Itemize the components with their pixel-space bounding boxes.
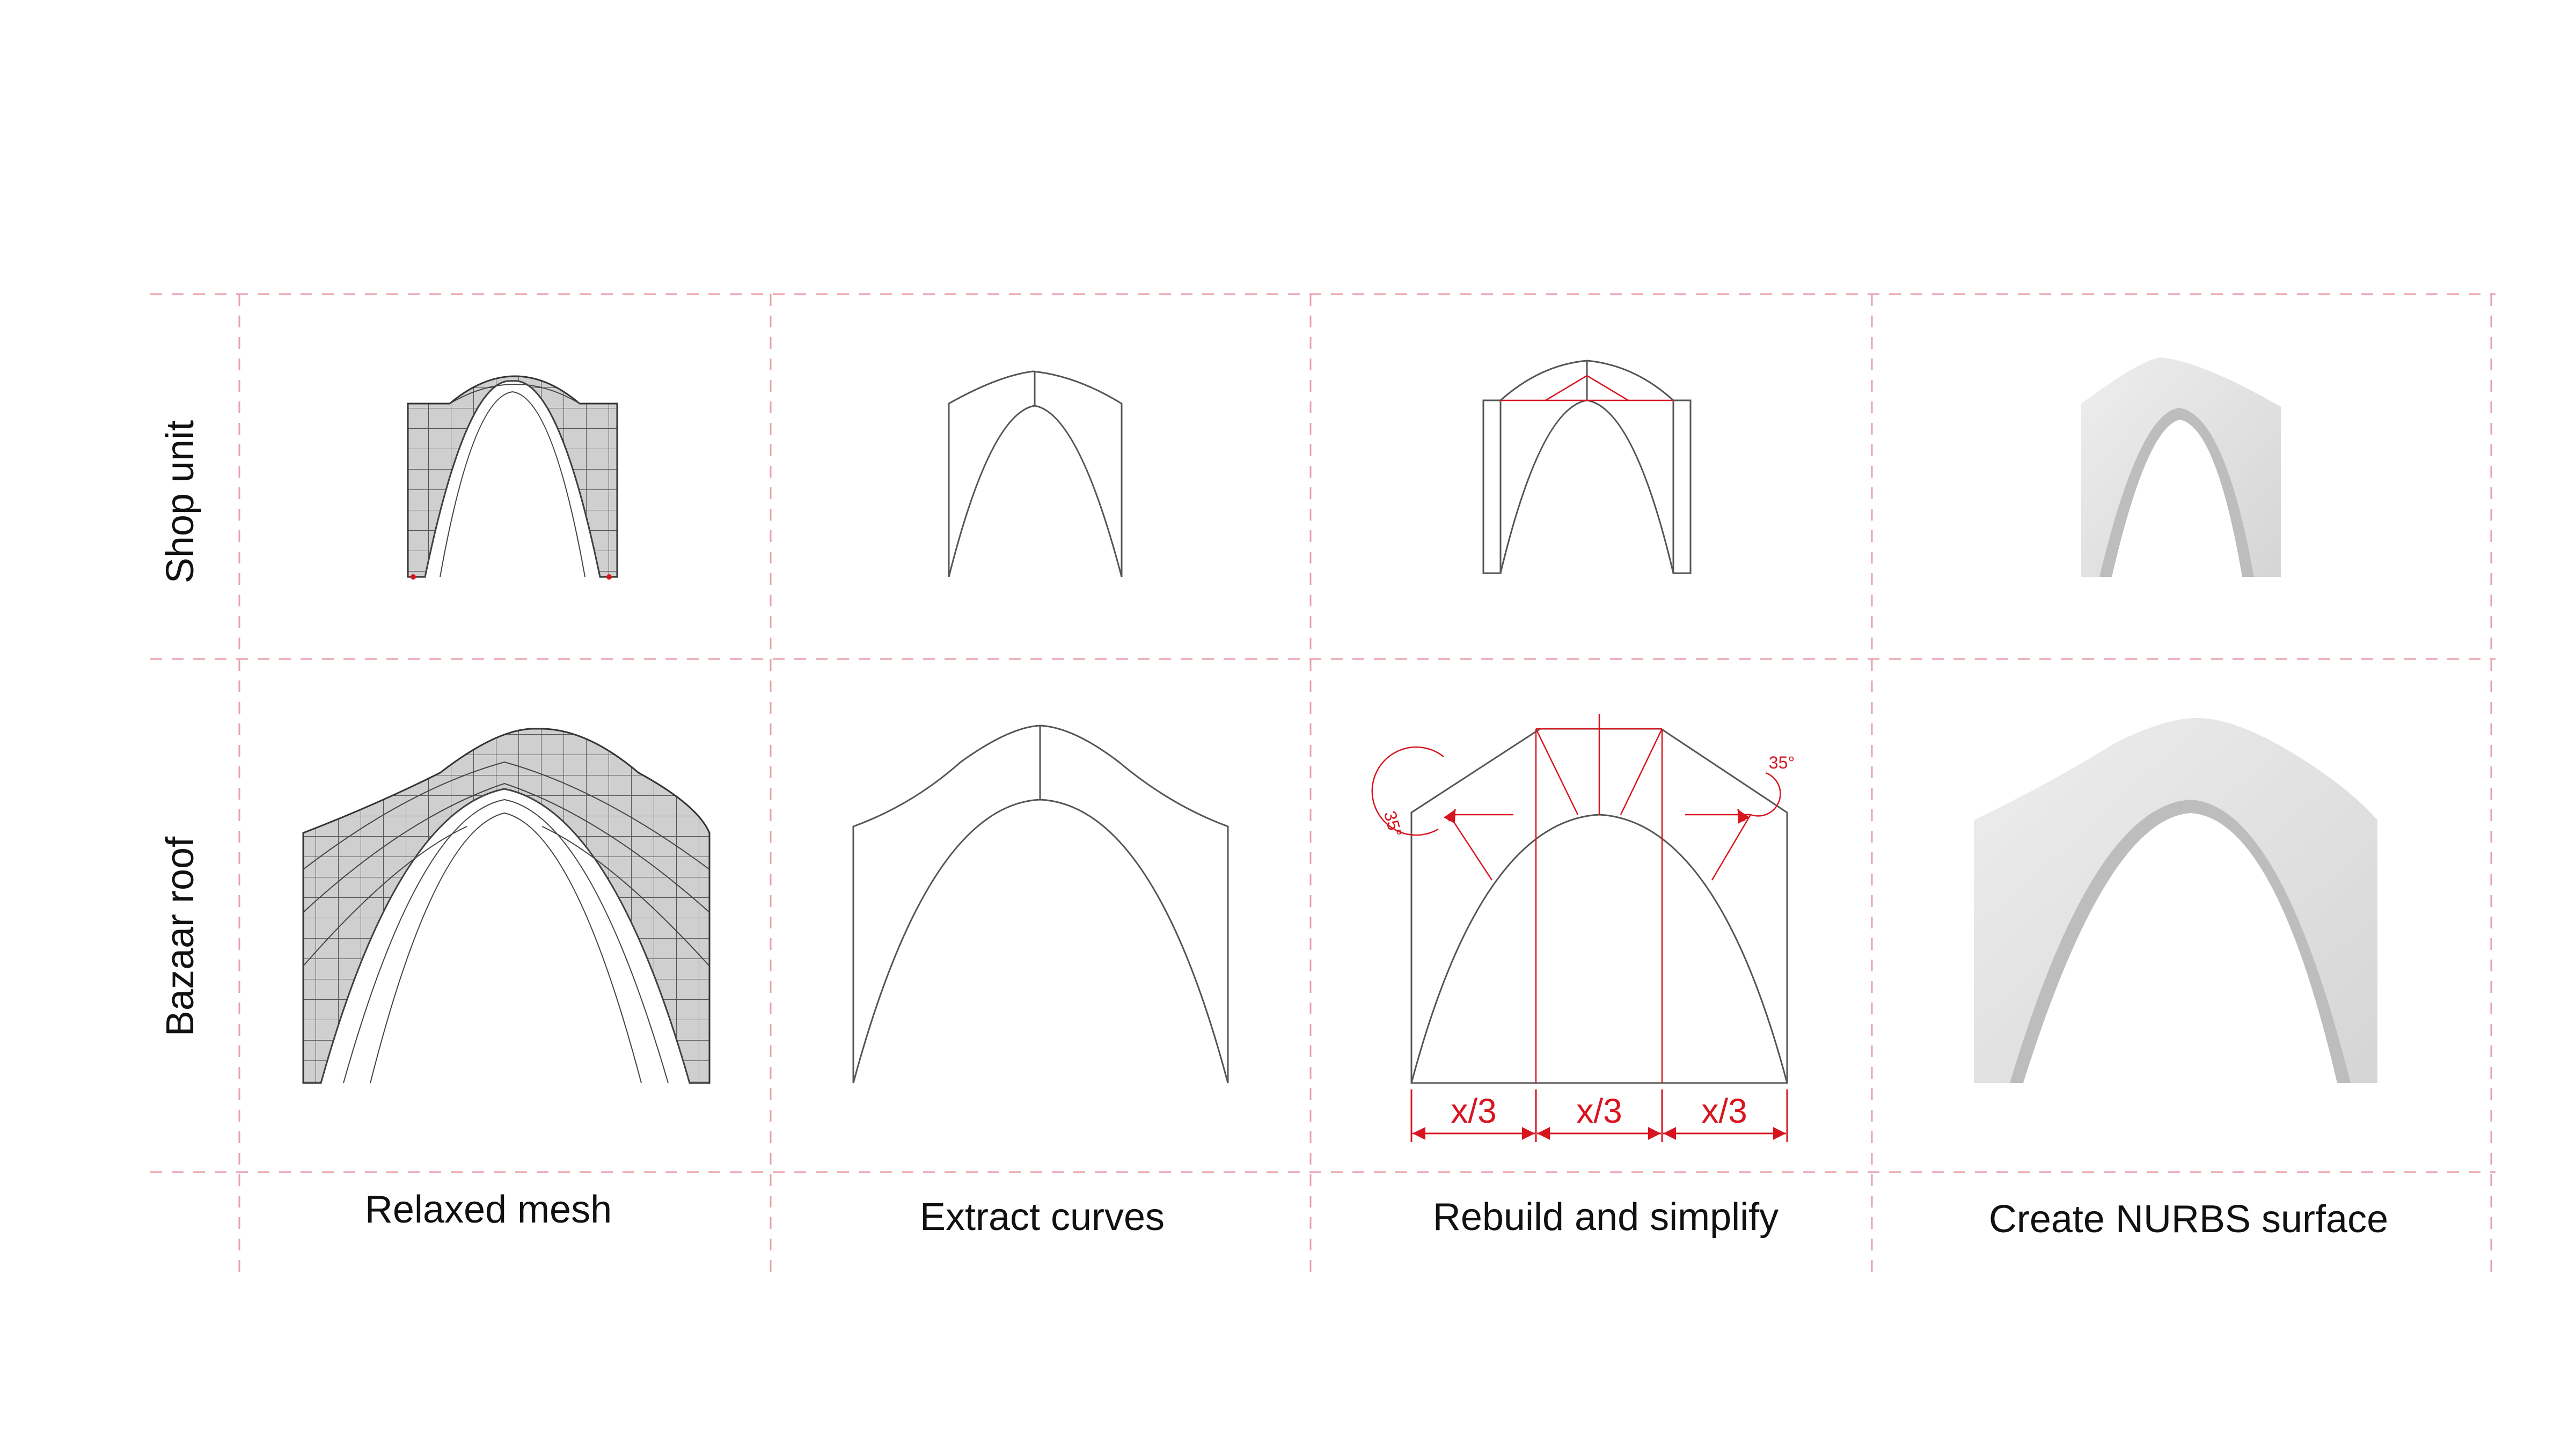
- bazaar-extract-curves: [852, 724, 1229, 1084]
- column-label-create-nurbs: Create NURBS surface: [1989, 1198, 2388, 1241]
- bazaar-nurbs-surface: [1974, 718, 2377, 1083]
- grid-lines: [150, 293, 2496, 1272]
- shop-nurbs-surface: [2081, 357, 2281, 577]
- dimension-label-left: x/3: [1451, 1092, 1496, 1130]
- dimension-label-center: x/3: [1576, 1092, 1622, 1130]
- bazaar-relaxed-mesh: [302, 728, 711, 1084]
- bazaar-rebuild: 35° 35° x/3 x/3 x/3: [1371, 714, 1795, 1142]
- row-label-shop-unit: Shop unit: [159, 420, 202, 583]
- column-label-relaxed-mesh: Relaxed mesh: [365, 1188, 612, 1231]
- angle-label-right: 35°: [1769, 753, 1795, 772]
- angle-label-left: 35°: [1380, 809, 1406, 839]
- column-label-extract-curves: Extract curves: [920, 1196, 1165, 1239]
- shop-relaxed-mesh: [407, 375, 618, 580]
- dimension-label-right: x/3: [1701, 1092, 1747, 1130]
- column-label-rebuild-simplify: Rebuild and simplify: [1433, 1196, 1779, 1239]
- shop-extract-curves: [948, 370, 1123, 577]
- row-label-bazaar-roof: Bazaar roof: [159, 836, 202, 1036]
- shop-rebuild: [1482, 360, 1692, 574]
